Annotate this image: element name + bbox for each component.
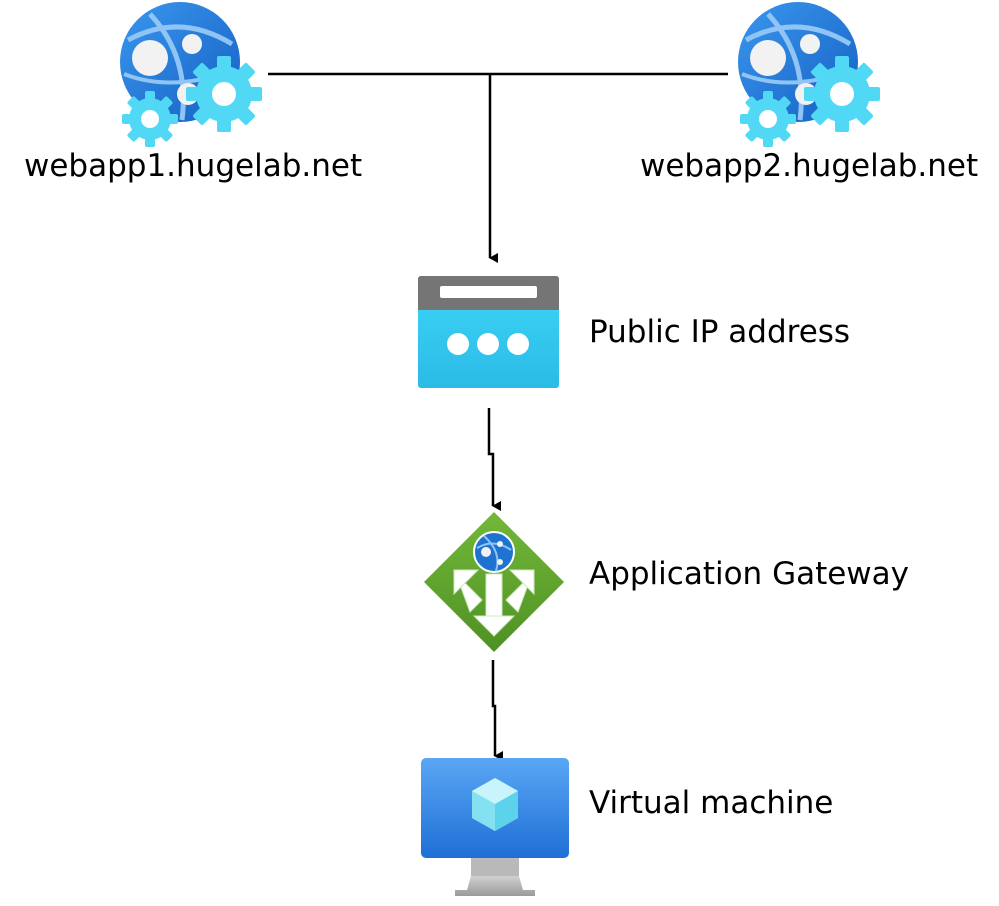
application-gateway-icon xyxy=(424,512,564,652)
virtual-machine-icon xyxy=(421,758,569,896)
webapp1-label: webapp1.hugelab.net xyxy=(24,148,363,184)
application-gateway-label: Application Gateway xyxy=(589,556,910,592)
virtual-machine-label: Virtual machine xyxy=(589,785,834,821)
public-ip-icon xyxy=(418,276,559,388)
web-app-icon xyxy=(120,2,262,147)
connector-public-ip-to-gateway xyxy=(487,408,501,511)
connector-gateway-to-vm xyxy=(491,660,503,761)
webapp2-label: webapp2.hugelab.net xyxy=(640,148,979,184)
connectors xyxy=(268,72,728,761)
web-app-icon xyxy=(738,2,880,147)
public-ip-label: Public IP address xyxy=(589,314,851,350)
